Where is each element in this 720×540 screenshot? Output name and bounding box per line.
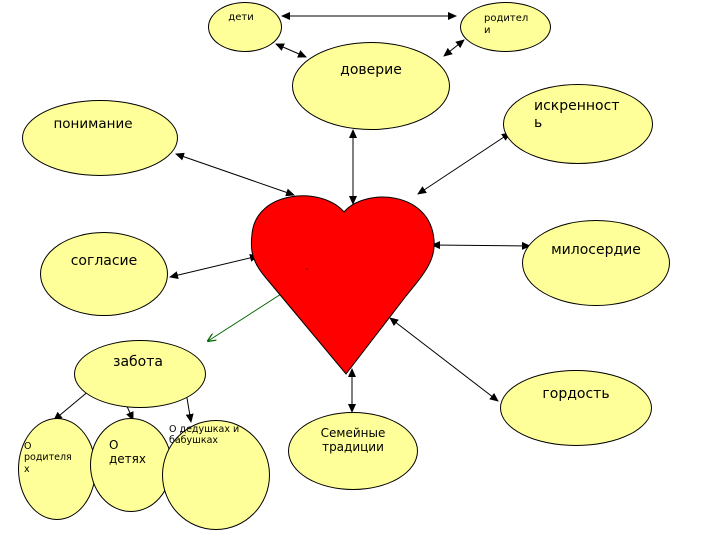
node-ponimanie: понимание xyxy=(22,100,178,176)
arrow-ponimanie-heart xyxy=(175,152,295,197)
node-iskrennost: искренност ь xyxy=(503,84,653,164)
node-semeinye-tradicii: Семейные традиции xyxy=(288,412,418,490)
node-o-detyah: О детях xyxy=(90,418,172,512)
heart-shape xyxy=(250,195,435,375)
node-deti: дети xyxy=(208,2,282,52)
arrow-miloserdie-heart xyxy=(431,241,531,250)
arrow-soglasie-heart xyxy=(169,253,259,280)
arrow-roditeli-doverie xyxy=(443,39,465,57)
node-soglasie: согласие xyxy=(40,232,168,316)
node-gordost: гордость xyxy=(500,370,652,446)
node-o-roditelyah: О родителя х xyxy=(18,418,96,520)
arrow-gordost-heart xyxy=(389,317,499,402)
node-roditeli: родител и xyxy=(460,2,551,52)
center-mark: ′ xyxy=(306,268,309,278)
arrow-deti-doverie xyxy=(275,43,307,58)
arrow-zabota-heart xyxy=(208,287,292,341)
node-miloserdie: милосердие xyxy=(522,220,670,306)
node-doverie: доверие xyxy=(292,42,450,130)
node-zabota: забота xyxy=(74,340,206,408)
node-o-dedushkah: О дедушках и бабушках xyxy=(162,420,270,530)
arrow-zabota-o-roditelyah xyxy=(53,389,91,421)
arrow-iskrennost-heart xyxy=(417,132,511,195)
